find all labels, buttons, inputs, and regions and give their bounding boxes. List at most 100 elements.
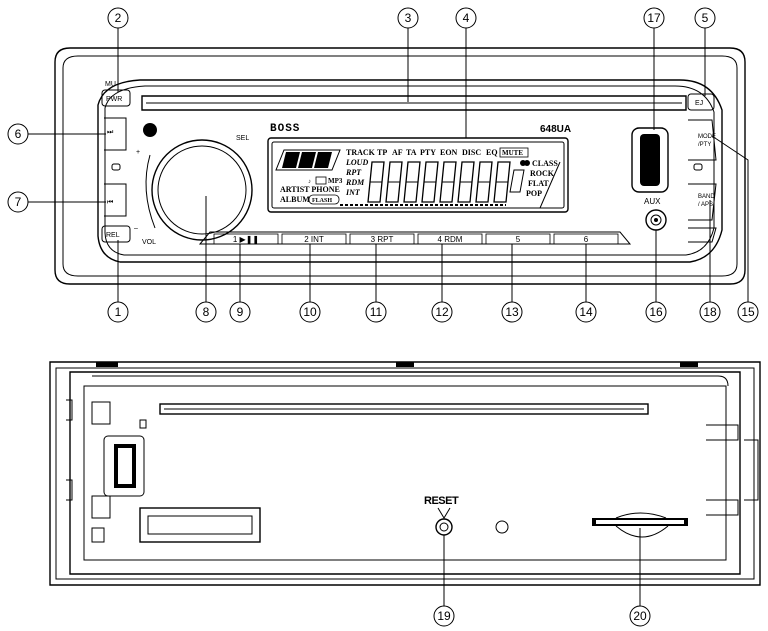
svg-text:2: 2 [115,11,122,25]
callout-10: 10 [299,301,321,323]
svg-text:4: 4 [463,11,470,25]
next-track-button[interactable] [104,117,127,151]
folder-icon [315,176,327,185]
callout-5: 5 [694,7,716,29]
callout-3: 3 [397,7,419,29]
lcd-class: CLASS [532,159,558,168]
lcd-rock: ROCK [530,169,555,178]
preset-button-2[interactable] [281,233,347,245]
pwr-button[interactable] [101,89,131,107]
callout-13: 13 [501,301,523,323]
svg-text:8: 8 [203,305,210,319]
lcd-digit [367,161,385,203]
svg-text:16: 16 [649,305,663,319]
callout-20: 20 [629,605,651,627]
svg-text:3: 3 [405,11,412,25]
chassis-cd-slot [159,403,649,415]
svg-text:14: 14 [579,305,593,319]
callout-6: 6 [7,123,29,145]
model-label: 648UA [540,124,571,135]
callout-16: 16 [645,301,667,323]
lcd-digit [493,161,511,203]
lcd-mute: MUTE [502,149,523,157]
vol-label: VOL [142,239,156,246]
lcd-eq: EQ [486,148,498,157]
aux-label: AUX [644,197,661,206]
svg-text:18: 18 [703,305,717,319]
preset-button-1[interactable] [213,233,279,245]
callout-8: 8 [195,301,217,323]
lcd-flash: FLASH [312,198,332,204]
volume-knob[interactable] [151,139,253,241]
sel-label: SEL [236,135,249,142]
callout-14: 14 [575,301,597,323]
lcd-display: TRACK TP AF TA PTY EON DISC EQ MUTE LOUD… [267,137,569,213]
svg-text:13: 13 [505,305,519,319]
chassis-hole [495,520,509,534]
lcd-digit [385,161,403,203]
band-label: BAND [698,194,715,200]
usb-port[interactable] [631,127,669,193]
lcd-flat: FLAT [528,179,549,188]
band-aps-button[interactable] [688,183,717,221]
prev-track-button[interactable] [104,183,127,217]
lcd-loud: LOUD [345,158,368,167]
preset-label-2: 2 INT [304,235,324,244]
pty-label: /PTY [698,142,711,148]
lcd-rpt: RPT [345,168,362,177]
lcd-af: AF [392,148,403,157]
svg-text:19: 19 [437,609,451,623]
lcd-character-segments [367,161,511,203]
ej-label: EJ [695,100,703,107]
music-note-icon: ♪ [308,179,311,185]
lcd-album: ALBUM [280,195,310,204]
preset-label-5: 5 [516,235,521,244]
svg-text:12: 12 [435,305,449,319]
svg-text:10: 10 [303,305,317,319]
release-button[interactable] [101,225,131,243]
lcd-rdm: RDM [345,178,365,187]
lcd-disc: DISC [462,148,481,157]
svg-text:5: 5 [702,11,709,25]
svg-text:1: 1 [115,305,122,319]
lcd-int: INT [345,188,361,197]
reset-label: RESET [424,495,459,507]
lcd-ta: TA [406,148,417,157]
spectrum-analyzer [275,149,341,171]
eject-button[interactable] [687,93,715,111]
lcd-digit [475,161,493,203]
callout-12: 12 [431,301,453,323]
lcd-digit [403,161,421,203]
svg-text:6: 6 [15,127,22,141]
aps-label: / APS [698,202,713,208]
lcd-digit [421,161,439,203]
callout-11: 11 [365,301,387,323]
chassis-panel: RESET [49,361,761,586]
preset-button-4[interactable] [417,233,483,245]
lcd-artist-phone: ARTIST PHONE [280,185,340,194]
pwr-label: PWR [106,96,122,103]
callout-9: 9 [229,301,251,323]
mu-label: MU [105,81,116,88]
callout-1: 1 [107,301,129,323]
preset-button-3[interactable] [349,233,415,245]
mode-pty-button[interactable] [688,119,717,161]
lcd-digit [439,161,457,203]
lcd-tp: TP [377,148,387,157]
right-lower-button[interactable] [688,227,717,243]
callout-17: 17 [643,7,665,29]
reset-button[interactable] [435,518,453,536]
preset-label-1: 1 ▶❚❚ [233,235,259,244]
connector-slot [139,507,261,543]
prev-track-icon: ⏮ [107,199,113,206]
callouts: 2 3 4 17 5 6 7 1 8 9 10 11 12 13 14 16 1… [7,7,759,627]
usb-icon [640,134,660,186]
lcd-mp3: MP3 [328,177,343,185]
svg-text:9: 9 [237,305,244,319]
lcd-eon: EON [440,148,458,157]
preset-button-5[interactable] [485,233,551,245]
svg-text:11: 11 [370,305,383,319]
lcd-track: TRACK [346,148,376,157]
